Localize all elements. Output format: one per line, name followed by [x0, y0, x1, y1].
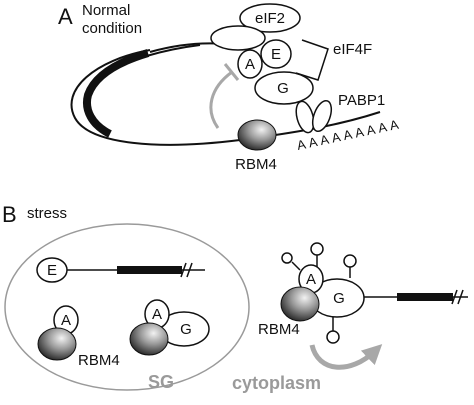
g-factor-label: G	[277, 80, 289, 97]
break-mark-2	[186, 262, 193, 278]
rbm4-label-c: RBM4	[258, 321, 300, 338]
stress-granule-boundary	[4, 223, 250, 391]
eif2-label: eIF2	[255, 10, 285, 27]
panel-a-condition-line2: condition	[82, 20, 142, 37]
a-factor-label-c: A	[306, 271, 316, 288]
rbm4-sphere-b2	[129, 322, 169, 356]
stem-4	[291, 261, 301, 271]
a-factor-label-b2: A	[152, 306, 162, 323]
grey-arrow	[309, 344, 383, 370]
eif4f-bracket	[295, 39, 329, 81]
break-mark-1	[180, 262, 187, 278]
pabp1-label: PABP1	[338, 92, 385, 109]
stem-loop-3	[326, 330, 340, 344]
g-factor-shape	[254, 71, 314, 105]
panel-b-letter: B	[2, 202, 17, 227]
rbm4-label-b1: RBM4	[78, 352, 120, 369]
pabp1-lobe-2	[311, 99, 333, 133]
panel-b-condition: stress	[27, 205, 67, 222]
e-factor-label: E	[271, 46, 281, 63]
inhibition-bar	[223, 63, 240, 81]
stem-loop-1	[310, 242, 324, 256]
rbm4-label-a: RBM4	[235, 156, 277, 173]
break-mark-4	[457, 289, 464, 305]
stem-loop-2	[343, 254, 357, 268]
coding-region-c	[397, 293, 453, 301]
e-factor-shape	[260, 39, 292, 69]
panel-a-letter: A	[58, 4, 73, 29]
stem-loop-4	[281, 252, 293, 264]
small-subunit-shape	[210, 25, 266, 51]
rbm4-sphere-c	[280, 286, 320, 322]
inhibition-arc	[209, 70, 233, 129]
break-mark-3	[451, 289, 458, 305]
g-factor-label-b: G	[180, 321, 192, 338]
sg-label: SG	[148, 372, 174, 392]
coding-region-b1	[117, 266, 182, 274]
a-factor-label-b1: A	[61, 312, 71, 329]
rbm4-sphere-b1	[37, 327, 77, 361]
pabp1-lobe-1	[295, 100, 315, 134]
eif4f-label: eIF4F	[333, 41, 372, 58]
eif2-shape	[239, 3, 301, 33]
coding-region-a	[83, 49, 150, 138]
cytoplasm-label: cytoplasm	[232, 373, 321, 393]
panel-a-condition-line1: Normal	[82, 2, 130, 19]
rbm4-sphere-a	[237, 119, 277, 151]
g-factor-label-c: G	[333, 290, 345, 307]
e-factor-label-b: E	[47, 262, 57, 279]
a-factor-label: A	[245, 56, 255, 73]
a-factor-shape	[237, 49, 263, 79]
